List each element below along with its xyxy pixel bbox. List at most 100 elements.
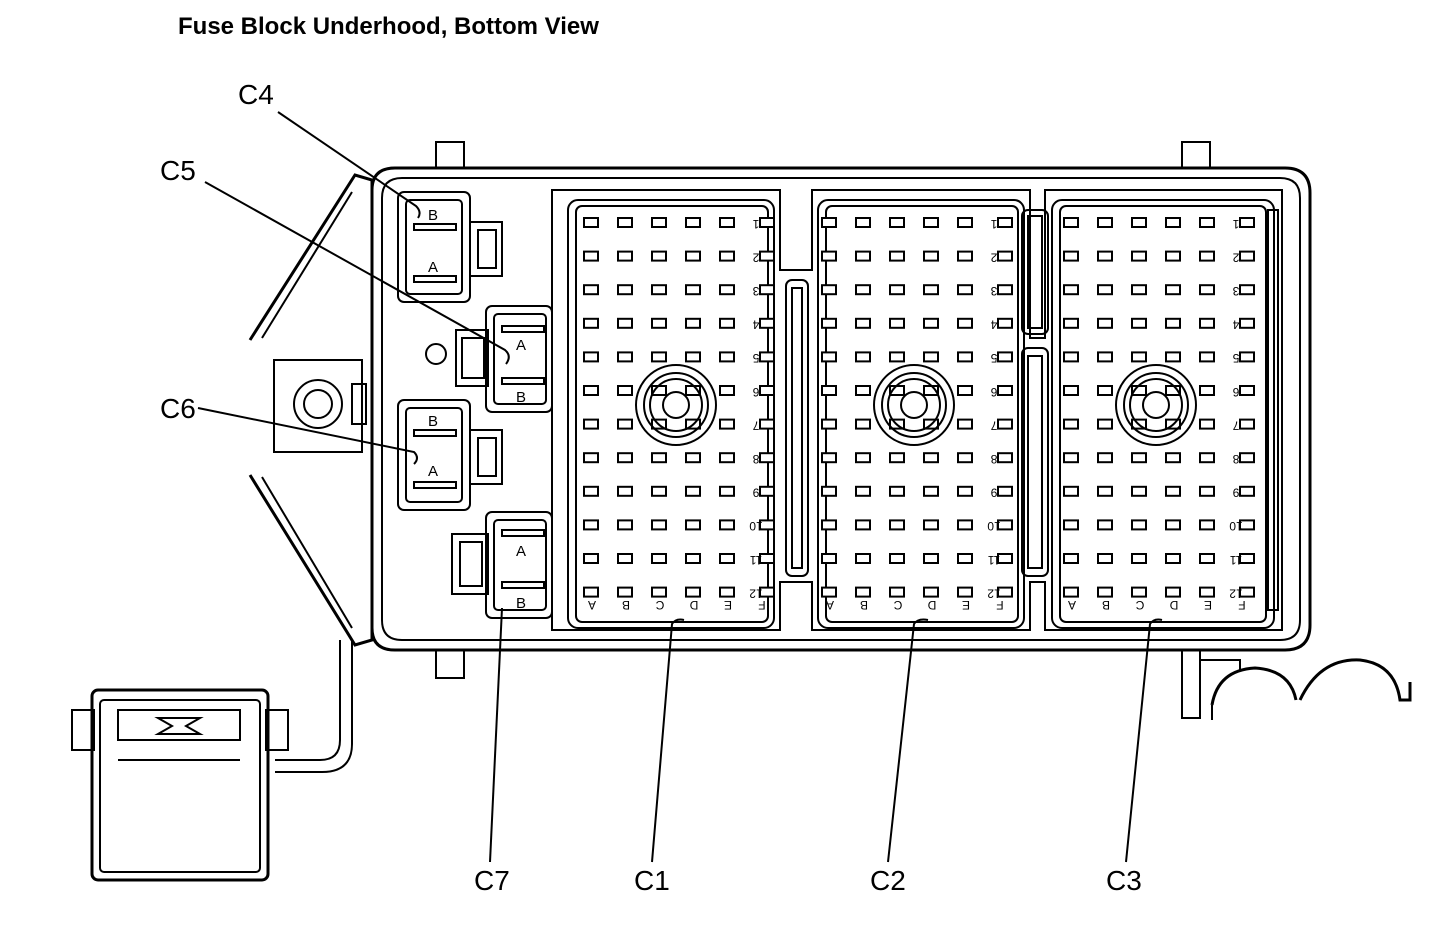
pin-cavity (759, 418, 775, 430)
pin-row-label: 2 (1232, 250, 1239, 264)
pin-cavity (1131, 284, 1147, 296)
c4-terminal-b: B (428, 207, 438, 224)
pin-cavity (583, 284, 599, 296)
pin-cavity (1239, 385, 1255, 396)
pin-cavity (651, 553, 667, 564)
pin-cavity (1131, 452, 1147, 464)
pin-cavity (1165, 586, 1181, 598)
pin-cavity (821, 586, 837, 598)
pin-cavity (719, 317, 735, 329)
pin-cavity (1063, 217, 1079, 228)
pin-cavity (855, 418, 871, 430)
pin-cavity (957, 418, 973, 430)
pin-cavity (719, 250, 735, 262)
pin-cavity (1165, 519, 1181, 531)
pin-row-label: 9 (1232, 486, 1239, 500)
pin-cavity (1063, 317, 1079, 329)
pin-cavity (1165, 317, 1181, 329)
pin-cavity (1199, 519, 1215, 531)
pin-cavity (889, 284, 905, 296)
pin-cavity (583, 385, 599, 396)
callout-c7: C7 (474, 865, 510, 896)
pin-cavity (1063, 553, 1079, 564)
pin-cavity (997, 485, 1013, 497)
pin-column-label: B (860, 598, 868, 612)
c6-terminal-b: B (428, 413, 438, 430)
pin-cavity (1165, 553, 1181, 564)
pin-cavity (957, 586, 973, 598)
pin-cavity (685, 317, 701, 329)
pin-cavity (821, 519, 837, 531)
pin-cavity (651, 351, 667, 363)
pin-row-label: 11 (749, 553, 762, 567)
pin-row-label: 3 (1232, 284, 1239, 298)
pin-row-label: 11 (987, 553, 1000, 567)
pin-cavity (651, 452, 667, 464)
pin-cavity (1131, 351, 1147, 363)
pin-cavity (1097, 217, 1113, 228)
pin-cavity (821, 485, 837, 497)
pin-cavity (1165, 284, 1181, 296)
pin-row-label: 8 (990, 452, 997, 466)
pin-row-label: 1 (752, 217, 759, 231)
pin-cavity (957, 284, 973, 296)
pin-cavity (1097, 351, 1113, 363)
pin-cavity (1063, 452, 1079, 464)
pin-column-label: C (893, 598, 902, 612)
callout-c4: C4 (238, 79, 274, 110)
pin-row-label: 6 (990, 385, 997, 399)
pin-cavity (759, 250, 775, 262)
pin-cavity (957, 519, 973, 531)
pin-cavity (821, 351, 837, 363)
mounting-bracket (248, 173, 374, 647)
pin-cavity (651, 519, 667, 531)
pin-cavity (719, 452, 735, 464)
pin-cavity (1063, 519, 1079, 531)
pin-cavity (1131, 519, 1147, 531)
pin-cavity (923, 217, 939, 228)
pin-cavity (923, 250, 939, 262)
pin-row-label: 12 (749, 586, 763, 600)
pin-cavity (1199, 452, 1215, 464)
pin-cavity (1063, 485, 1079, 497)
pin-cavity (997, 284, 1013, 296)
pin-cavity (889, 217, 905, 228)
pin-cavity (1063, 586, 1079, 598)
pin-cavity (651, 250, 667, 262)
pin-cavity (759, 452, 775, 464)
pin-cavity (1063, 250, 1079, 262)
pin-cavity (1063, 284, 1079, 296)
pin-row-label: 1 (990, 217, 997, 231)
pin-cavity (759, 586, 775, 598)
pin-row-label: 5 (990, 351, 997, 365)
wire-clip-features (1181, 649, 1412, 720)
pin-cavity (1097, 553, 1113, 564)
pin-cavity (923, 553, 939, 564)
pin-cavity (1097, 250, 1113, 262)
pin-row-label: 12 (987, 586, 1001, 600)
pin-cavity (957, 250, 973, 262)
pin-cavity (889, 250, 905, 262)
pin-cavity (617, 217, 633, 228)
pin-cavity (1131, 485, 1147, 497)
c4-terminal-a: A (428, 259, 438, 276)
callout-leader-lines (197, 111, 1163, 863)
pin-cavity (997, 250, 1013, 262)
pin-row-label: 12 (1229, 586, 1243, 600)
pin-cavity (685, 217, 701, 228)
pin-row-label: 8 (752, 452, 759, 466)
pin-cavity (855, 284, 871, 296)
pin-cavity (821, 385, 837, 396)
pin-cavity (957, 385, 973, 396)
pin-cavity (855, 385, 871, 396)
pin-column-label: D (1169, 598, 1178, 612)
pin-cavity (685, 553, 701, 564)
pin-cavity (1165, 351, 1181, 363)
pin-cavity (997, 586, 1013, 598)
pin-cavity (855, 586, 871, 598)
pin-cavity (855, 351, 871, 363)
connector-c7: A B (451, 511, 553, 619)
c6-terminal-a: A (428, 463, 438, 480)
